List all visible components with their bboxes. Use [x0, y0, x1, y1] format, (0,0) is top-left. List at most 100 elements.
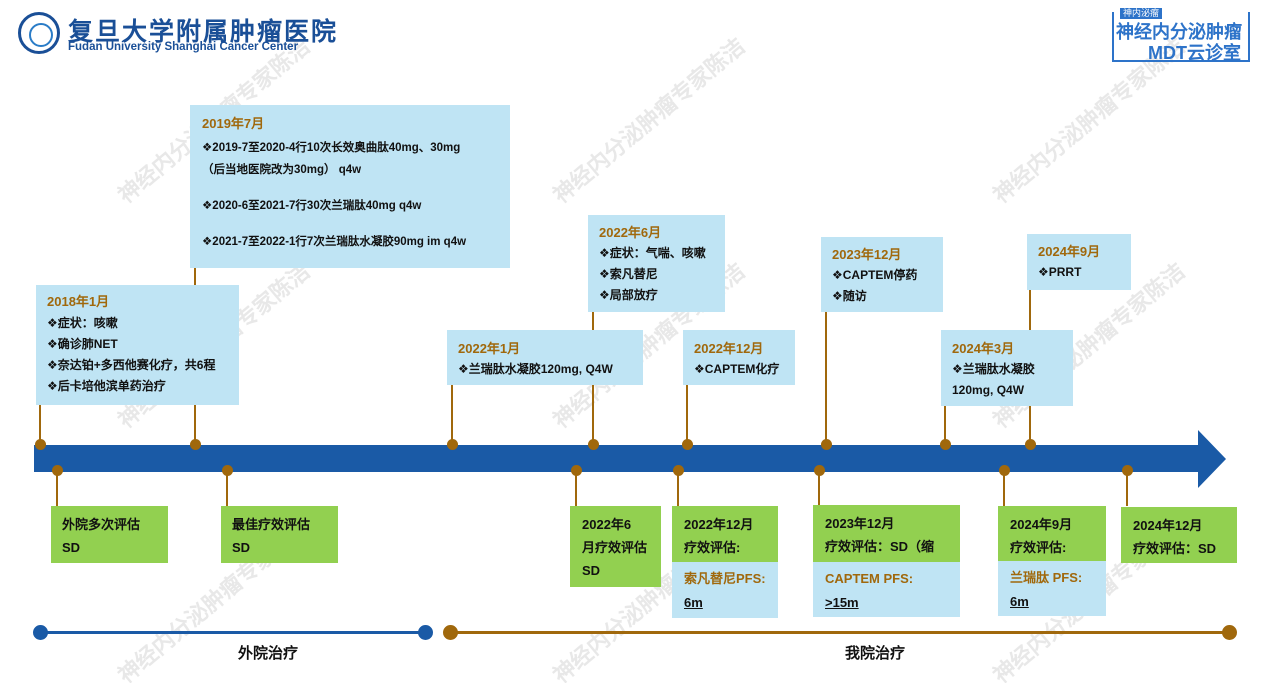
event-line: ❖症状：气喘、咳嗽 [599, 246, 706, 260]
timeline-dot [821, 439, 832, 450]
watermark: 神经内分泌肿瘤专家陈洁 [548, 33, 750, 208]
evaluation-line: 2022年6 [582, 517, 632, 532]
external-period-bar [40, 631, 426, 634]
event-line: ❖兰瑞肽水凝胶120mg, Q4W [458, 362, 613, 376]
timeline-dot [940, 439, 951, 450]
event-line: ❖2020-6至2021-7行30次兰瑞肽40mg q4w [202, 200, 422, 212]
internal-period-bar [450, 631, 1230, 634]
evaluation-box: 2022年12月 疗效评估: [672, 506, 778, 562]
connector-line [825, 312, 827, 445]
evaluation-line: 2023年12月 [825, 516, 895, 531]
pfs-label: 索凡替尼PFS: [684, 571, 766, 586]
connector-line [575, 472, 577, 506]
event-line: ❖索凡替尼 [599, 267, 658, 281]
evaluation-box: 2024年12月 疗效评估：SD [1121, 507, 1237, 563]
event-line: ❖奈达铂+多西他赛化疗，共6程 [47, 358, 216, 372]
event-date: 2023年12月 [832, 247, 902, 262]
connector-line [1003, 472, 1005, 506]
pfs-value: >15m [825, 595, 859, 610]
hospital-logo-icon [18, 12, 60, 54]
event-line: ❖后卡培他滨单药治疗 [47, 379, 166, 393]
event-box-2024-03: 2024年3月 ❖兰瑞肽水凝胶 120mg, Q4W [941, 330, 1073, 406]
event-box-2019-07: 2019年7月 ❖2019-7至2020-4行10次长效奥曲肽40mg、30mg… [190, 105, 510, 268]
timeline-dot [52, 465, 63, 476]
period-dot [418, 625, 433, 640]
timeline-dot [222, 465, 233, 476]
timeline-dot [673, 465, 684, 476]
brand-title: 神经内分泌肿瘤 [1116, 22, 1242, 42]
evaluation-line: 2022年12月 [684, 517, 754, 532]
event-box-2022-06: 2022年6月 ❖症状：气喘、咳嗽 ❖索凡替尼 ❖局部放疗 [588, 215, 725, 312]
evaluation-line: 疗效评估: [684, 540, 741, 555]
event-box-2022-01: 2022年1月 ❖兰瑞肽水凝胶120mg, Q4W [447, 330, 643, 385]
pfs-label: CAPTEM PFS: [825, 571, 914, 586]
event-line: ❖2021-7至2022-1行7次兰瑞肽水凝胶90mg im q4w [202, 236, 467, 248]
hospital-name-cn: 复旦大学附属肿瘤医院 [68, 17, 339, 46]
event-date: 2022年1月 [458, 341, 521, 356]
evaluation-box: 外院多次评估 SD [51, 506, 168, 563]
pfs-box: 兰瑞肽 PFS: 6m [998, 561, 1106, 616]
evaluation-line: 疗效评估：SD（缩 [825, 539, 935, 554]
event-box-2024-09: 2024年9月 ❖PRRT [1027, 234, 1131, 290]
evaluation-line: SD [62, 540, 81, 555]
pfs-box: CAPTEM PFS: >15m [813, 562, 960, 617]
event-date: 2022年6月 [599, 225, 662, 240]
connector-line [226, 472, 228, 506]
event-line: （后当地医院改为30mg） q4w [202, 164, 362, 176]
brand-tag: 神内泌瘤 [1120, 8, 1163, 19]
timeline-dot [447, 439, 458, 450]
event-line: ❖症状：咳嗽 [47, 316, 118, 330]
timeline-dot [571, 465, 582, 476]
brand-subtitle: MDT云诊室 [1148, 43, 1241, 63]
internal-period-label: 我院治疗 [845, 645, 906, 662]
event-line: ❖兰瑞肽水凝胶 [952, 362, 1035, 376]
pfs-box: 索凡替尼PFS: 6m [672, 562, 778, 618]
event-date: 2018年1月 [47, 294, 110, 309]
event-date: 2024年3月 [952, 341, 1015, 356]
timeline-dot [190, 439, 201, 450]
evaluation-line: 月疗效评估 [582, 540, 648, 555]
external-period-label: 外院治疗 [238, 645, 299, 662]
event-date: 2019年7月 [202, 116, 265, 131]
event-date: 2024年9月 [1038, 244, 1101, 259]
pfs-label: 兰瑞肽 PFS: [1010, 570, 1083, 585]
event-line: ❖随访 [832, 289, 867, 303]
timeline-dot [1122, 465, 1133, 476]
evaluation-box: 2024年9月 疗效评估: [998, 506, 1106, 561]
connector-line [944, 406, 946, 445]
event-box-2022-12: 2022年12月 ❖CAPTEM化疗 [683, 330, 795, 385]
timeline-arrow-head [1198, 430, 1226, 488]
hospital-name-en: Fudan University Shanghai Cancer Center [68, 41, 299, 53]
event-box-2023-12: 2023年12月 ❖CAPTEM停药 ❖随访 [821, 237, 943, 312]
brand-frame [1112, 12, 1250, 62]
period-dot [33, 625, 48, 640]
event-line: ❖确诊肺NET [47, 337, 118, 351]
event-line: ❖2019-7至2020-4行10次长效奥曲肽40mg、30mg [202, 142, 461, 154]
event-line: ❖PRRT [1038, 265, 1082, 279]
timeline-dot [588, 439, 599, 450]
evaluation-box: 2023年12月 疗效评估：SD（缩 [813, 505, 960, 562]
evaluation-box: 最佳疗效评估 SD [221, 506, 338, 563]
evaluation-line: 疗效评估: [1010, 540, 1067, 555]
period-dot [443, 625, 458, 640]
timeline-dot [682, 439, 693, 450]
connector-line [686, 385, 688, 445]
evaluation-line: 2024年9月 [1010, 517, 1073, 532]
evaluation-line: 疗效评估：SD [1133, 541, 1217, 556]
period-dot [1222, 625, 1237, 640]
timeline-dot [1025, 439, 1036, 450]
event-date: 2022年12月 [694, 341, 764, 356]
pfs-value: 6m [1010, 594, 1029, 609]
connector-line [1126, 472, 1128, 506]
timeline-dot [999, 465, 1010, 476]
event-line: ❖CAPTEM化疗 [694, 362, 780, 376]
evaluation-line: SD [232, 540, 251, 555]
evaluation-line: 最佳疗效评估 [232, 517, 311, 532]
event-line: ❖局部放疗 [599, 288, 658, 302]
connector-line [677, 472, 679, 506]
timeline-dot [35, 439, 46, 450]
event-line: 120mg, Q4W [952, 383, 1025, 397]
connector-line [818, 472, 820, 506]
pfs-value: 6m [684, 595, 703, 610]
timeline-arrow [34, 445, 1200, 472]
